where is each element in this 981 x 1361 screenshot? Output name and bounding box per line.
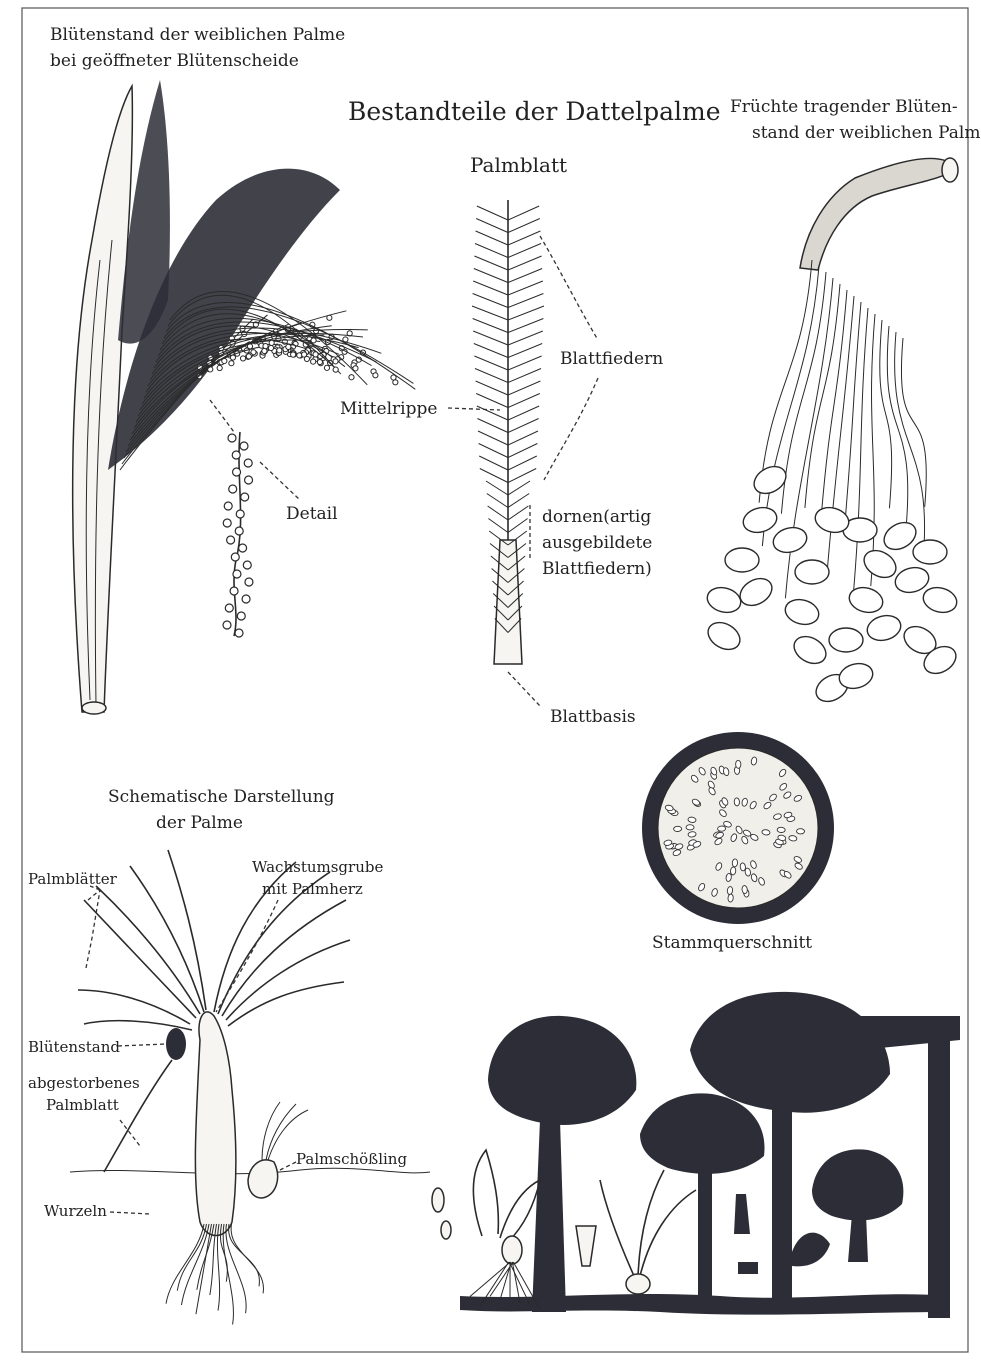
blattbasis-leader <box>508 672 540 706</box>
label-dornen-3: Blattfiedern) <box>542 559 652 579</box>
label-wachstumsgrube-2: mit Palmherz <box>262 880 363 898</box>
palm-leaf-illustration <box>472 200 544 664</box>
mittelrippe-leader <box>448 408 500 410</box>
label-blattbasis: Blattbasis <box>550 707 636 727</box>
label-schematic-2: der Palme <box>156 813 243 833</box>
inflorescence-detail-illustration <box>223 432 253 637</box>
label-wurzeln: Wurzeln <box>44 1202 107 1220</box>
label-dornen-1: dornen(artig <box>542 507 651 527</box>
label-palmschoessling: Palmschößling <box>296 1150 407 1168</box>
label-fruit-inflorescence-2: stand der weiblichen Palme <box>752 123 981 143</box>
fruit-inflorescence-illustration <box>703 158 960 707</box>
label-inflorescence-open-2: bei geöffneter Blütenscheide <box>50 51 299 71</box>
palmschoessling-leader <box>280 1162 296 1170</box>
label-abgestorbenes-2: Palmblatt <box>46 1096 119 1114</box>
bluetenstand-leader <box>118 1044 166 1046</box>
abgestorbenes-leader <box>120 1120 140 1146</box>
label-palmblaetter: Palmblätter <box>28 870 118 888</box>
palm-growth-stages-scene <box>432 992 960 1318</box>
label-dornen-2: ausgebildete <box>542 533 652 553</box>
label-blattfiedern: Blattfiedern <box>560 349 663 369</box>
label-wachstumsgrube-1: Wachstumsgrube <box>252 858 383 876</box>
label-inflorescence-open-1: Blütenstand der weiblichen Palme <box>50 25 345 45</box>
label-palmblatt: Palmblatt <box>470 153 567 177</box>
label-bluetenstand: Blütenstand <box>28 1038 120 1056</box>
label-detail: Detail <box>286 504 338 524</box>
label-fruit-inflorescence-1: Früchte tragender Blüten- <box>730 97 958 117</box>
trunk-cross-section-illustration <box>642 732 834 924</box>
label-abgestorbenes-1: abgestorbenes <box>28 1074 140 1092</box>
label-stammquerschnitt: Stammquerschnitt <box>652 933 812 953</box>
label-mittelrippe: Mittelrippe <box>340 399 437 419</box>
detail-leader <box>210 400 300 500</box>
wurzeln-leader <box>110 1212 150 1214</box>
palmblaetter-leader <box>86 886 100 968</box>
plate-title: Bestandteile der Dattelpalme <box>348 97 721 126</box>
label-schematic-1: Schematische Darstellung <box>108 787 335 807</box>
